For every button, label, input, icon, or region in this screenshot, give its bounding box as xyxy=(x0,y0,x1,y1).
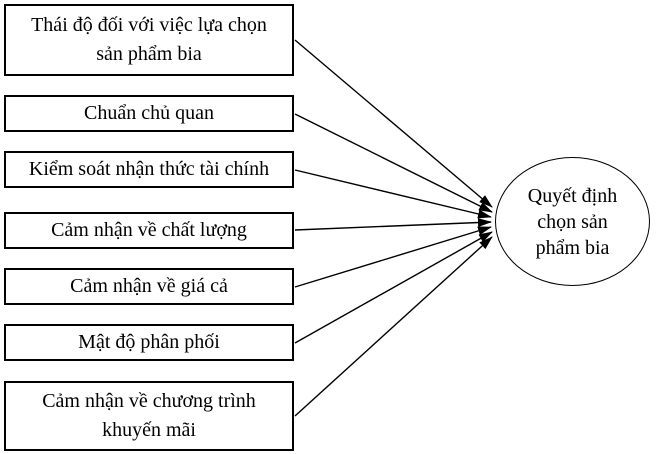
outcome-ellipse-decision: Quyết định chọn sản phẩm bia xyxy=(495,157,650,286)
arrow-quality-to-decision xyxy=(294,218,492,231)
factor-box-promotion-perception: Cảm nhận về chương trình khuyến mãi xyxy=(4,381,294,451)
arrow-attitude-to-decision xyxy=(294,39,493,208)
arrow-promotion-to-decision xyxy=(294,236,493,417)
arrow-subjective-norm-to-decision xyxy=(294,113,493,213)
arrow-distribution-to-decision xyxy=(294,231,493,344)
factor-box-distribution-density: Mật độ phân phối xyxy=(4,324,294,361)
arrow-price-to-decision xyxy=(294,226,492,288)
factor-box-perceived-price: Cảm nhận về giá cả xyxy=(4,268,294,305)
factor-box-attitude: Thái độ đối với việc lựa chọn sản phẩm b… xyxy=(4,4,294,76)
factor-box-perceived-quality: Cảm nhận về chất lượng xyxy=(4,212,294,249)
factor-box-subjective-norm: Chuẩn chủ quan xyxy=(4,95,294,132)
factor-box-financial-control: Kiểm soát nhận thức tài chính xyxy=(4,151,294,188)
arrow-financial-control-to-decision xyxy=(294,169,492,219)
